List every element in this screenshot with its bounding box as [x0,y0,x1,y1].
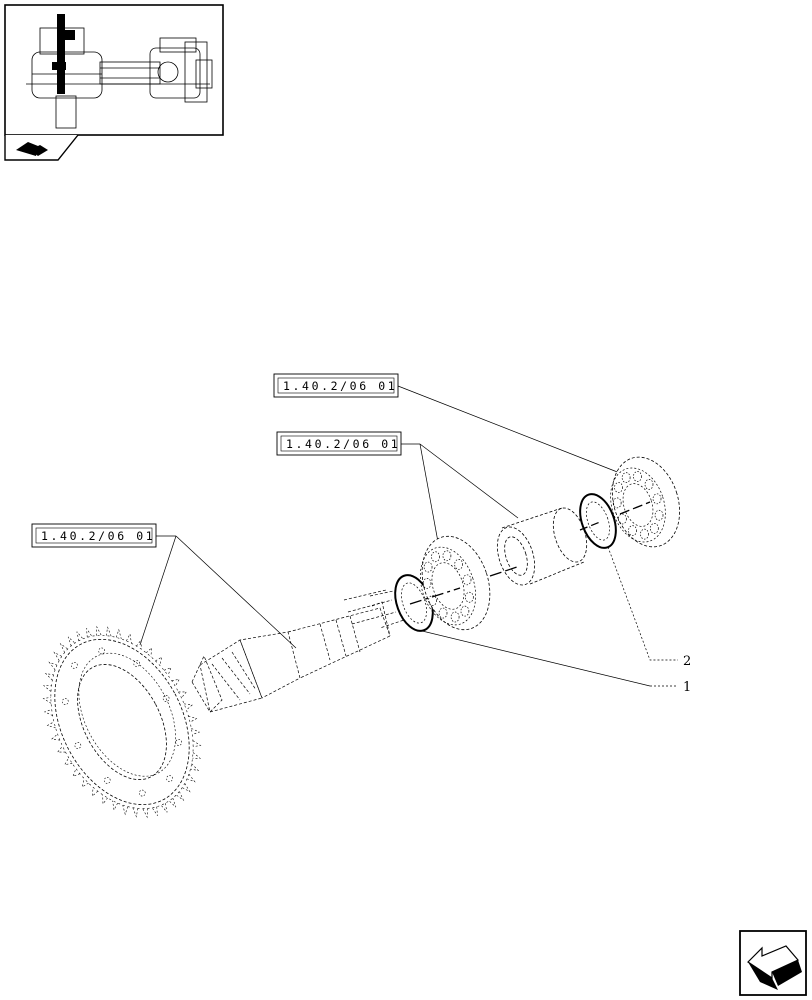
gear-tooth [126,633,132,644]
reference-label-left: 1.40.2/06 01 [41,529,155,543]
gear-tooth [105,626,112,637]
reference-label-middle: 1.40.2/06 01 [286,437,400,451]
bearing-ball [640,528,649,540]
gear-tooth [59,642,68,653]
gear-tooth [178,691,187,699]
gear-tooth [184,703,193,711]
leader-lines [139,385,678,687]
gear-tooth [67,636,76,646]
gear-tooth [188,715,198,723]
bolt-hole [133,660,141,667]
gear-tooth [44,673,54,681]
gear-tooth [160,803,168,813]
gear-tooth [51,733,60,741]
gear-tooth [112,800,118,811]
book-tab[interactable] [4,134,79,161]
bearing-ball [431,551,440,563]
next-page-button[interactable] [739,930,807,996]
bolt-hole [166,775,173,782]
bearing-ball [612,497,622,509]
gear-tooth [43,709,53,716]
bearing-ball [428,595,437,606]
reference-label-top: 1.40.2/06 01 [283,379,397,393]
bearing-ball [462,574,472,586]
bearing-ball [422,578,432,589]
gear-tooth [81,778,89,788]
gear-tooth [136,639,142,650]
gear-tooth [163,667,172,676]
bearing-ball [464,591,474,603]
bolt-hole [74,742,82,749]
gear-tooth [64,757,73,766]
bearing-1 [420,535,491,631]
spacer-sleeve [496,507,588,586]
bearing-ball [450,611,460,623]
ring-gear [42,625,202,819]
gear-tooth [46,721,56,729]
gear-tooth [192,752,202,759]
gear-tooth [190,763,200,771]
bearing-ball [438,607,448,619]
callout-label-2: 2 [683,654,691,669]
gear-tooth [155,656,163,666]
bearing-ball [460,605,470,617]
gear-tooth [145,647,153,657]
callout-label-1: 1 [683,680,691,695]
gear-tooth [182,783,191,793]
axis-centerline [409,501,651,605]
bolt-hole [98,647,106,655]
axle-assembly-thumbnail[interactable] [4,4,224,136]
seal-ring-2 [579,493,617,549]
gear-tooth [176,791,185,802]
gear-tooth [42,697,52,704]
pinion-shaft [191,589,405,713]
gear-tooth [48,661,58,671]
gear-tooth [86,628,93,638]
bearing-ball [644,479,654,490]
bearing-2 [610,456,680,548]
gear-tooth [96,625,102,636]
reference-box-top[interactable]: 1.40.2/06 01 [273,373,399,398]
bearing-ball [442,550,452,562]
book-icon [16,142,48,156]
bearing-ball [454,558,464,570]
reference-box-left[interactable]: 1.40.2/06 01 [31,523,157,548]
bearing-ball [618,513,627,525]
gear-tooth [151,806,158,816]
bearing-ball [621,472,631,483]
gear-tooth [76,631,84,641]
gear-tooth [186,773,196,783]
gear-tooth [53,651,62,661]
bearing-ball [649,523,659,534]
gear-tooth [115,628,122,640]
bolt-hole [175,739,182,746]
reference-box-middle[interactable]: 1.40.2/06 01 [276,431,402,456]
bearing-ball [633,471,642,482]
gear-tooth [192,740,202,747]
bolt-hole [138,789,146,797]
bearing-ball [423,561,433,573]
gear-tooth [191,728,201,735]
bolt-hole [103,777,111,784]
gear-tooth [168,798,177,808]
gear-tooth [72,768,81,777]
bearing-ball [654,509,664,521]
next-page-arrow-icon [747,945,802,990]
gear-tooth [91,787,99,797]
gear-tooth [42,685,52,692]
bolt-hole [62,698,69,705]
gear-tooth [132,807,139,818]
bolt-hole [162,695,170,702]
bearing-ball [614,482,623,493]
bearing-ball [652,493,662,505]
gear-tooth [122,804,129,816]
gear-tooth [57,745,66,753]
bearing-ball [628,525,637,536]
bolt-hole [71,662,78,669]
gear-tooth [142,808,148,819]
gear-tooth [102,794,108,805]
gear-tooth [171,678,180,687]
